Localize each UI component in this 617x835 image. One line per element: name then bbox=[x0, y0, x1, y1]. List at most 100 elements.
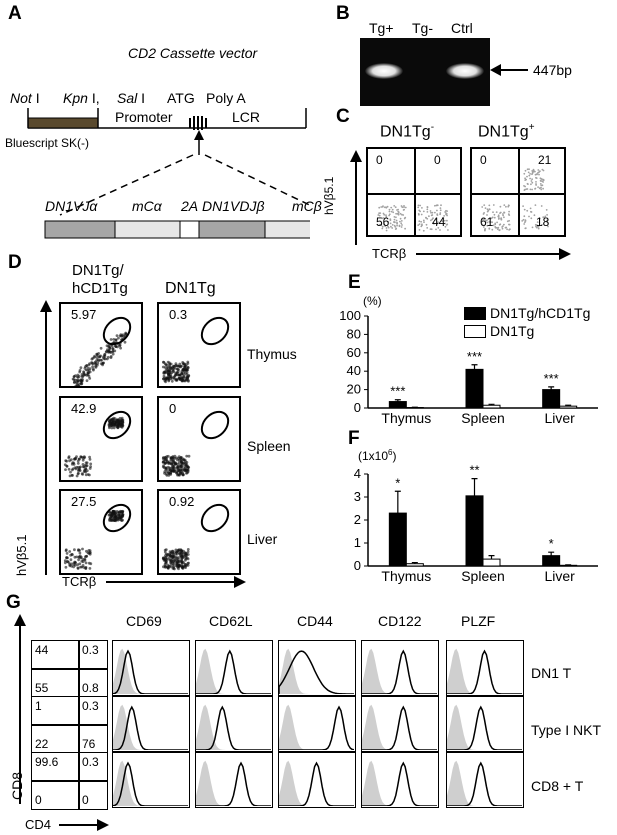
e-legend: DN1Tg/hCD1Tg DN1Tg bbox=[464, 304, 590, 340]
e-legend-item-1: DN1Tg/hCD1Tg bbox=[464, 304, 590, 322]
lane-ctrl: Ctrl bbox=[451, 20, 473, 36]
quadrant-value: 76 bbox=[82, 737, 96, 751]
gate-ellipse bbox=[102, 316, 132, 346]
gene-c-alpha: mCα bbox=[132, 198, 162, 214]
error-bar bbox=[471, 364, 478, 370]
vector-map-diagram bbox=[27, 108, 310, 239]
quadrant-value: 56 bbox=[376, 215, 390, 229]
d-col2-title: DN1Tg bbox=[165, 280, 216, 297]
gene-vj-alpha: DN1VJα bbox=[45, 198, 98, 214]
band-size-label: 447bp bbox=[533, 62, 572, 78]
quadrant-value: 21 bbox=[538, 153, 552, 167]
legend-swatch-white bbox=[464, 324, 486, 338]
histogram-curves bbox=[362, 760, 437, 806]
isotype-control-curve bbox=[362, 648, 437, 694]
bar bbox=[388, 401, 407, 409]
histogram-curves bbox=[279, 704, 354, 750]
significance-mark: ** bbox=[469, 463, 479, 478]
error-bar bbox=[565, 404, 572, 407]
error-bar bbox=[394, 490, 401, 514]
panel-label-g: G bbox=[6, 592, 21, 613]
quadrant-value: 0 bbox=[376, 153, 383, 167]
g-row-dn1t: DN1 T bbox=[531, 665, 572, 681]
dot-cloud bbox=[161, 410, 230, 477]
g-y-axis-arrow bbox=[14, 614, 26, 804]
legend-swatch-black bbox=[464, 306, 486, 320]
isotype-control-curve bbox=[362, 760, 437, 806]
y-tick-label: 2 bbox=[354, 512, 361, 527]
quadrant-value: 0.3 bbox=[82, 643, 99, 657]
g-row-type1nkt: Type I NKT bbox=[531, 722, 602, 738]
error-bar bbox=[471, 478, 478, 496]
bar bbox=[542, 555, 561, 567]
panel-label-a: A bbox=[8, 3, 22, 24]
gene-c-beta: mCβ bbox=[292, 198, 322, 214]
marker-curve bbox=[113, 761, 188, 806]
significance-mark: * bbox=[549, 536, 554, 551]
histogram-curves bbox=[196, 760, 271, 806]
gene-vdj-beta: DN1VDJβ bbox=[202, 198, 265, 214]
isotype-control-curve bbox=[447, 760, 522, 806]
bar bbox=[482, 558, 501, 567]
marker-curve bbox=[113, 649, 188, 694]
quadrant-value: 0.3 bbox=[82, 755, 99, 769]
marker-curve bbox=[196, 649, 271, 694]
d-row-liver: Liver bbox=[247, 531, 278, 547]
g-histogram bbox=[195, 752, 273, 808]
significance-mark: *** bbox=[390, 384, 405, 399]
histogram-curves bbox=[447, 648, 522, 694]
dot-cloud bbox=[71, 316, 132, 386]
category-label: Thymus bbox=[381, 410, 431, 426]
histogram-curves bbox=[279, 648, 354, 694]
error-bar bbox=[411, 561, 418, 564]
g-histogram bbox=[278, 640, 356, 696]
quadrant-divider bbox=[32, 780, 107, 782]
c-left-dots bbox=[377, 204, 449, 232]
isotype-control-curve bbox=[196, 704, 271, 750]
isotype-control-curve bbox=[196, 760, 271, 806]
histogram-curves bbox=[113, 704, 188, 750]
category-label: Spleen bbox=[461, 568, 505, 584]
marker-curve bbox=[362, 649, 437, 694]
panel-label-e: E bbox=[348, 272, 361, 293]
y-tick-label: 60 bbox=[347, 345, 361, 360]
quadrant-value: 1 bbox=[35, 699, 42, 713]
lane-tg-minus: Tg- bbox=[412, 20, 433, 36]
c-right-dots bbox=[481, 168, 549, 232]
isotype-control-curve bbox=[113, 648, 188, 694]
gate-percentage: 5.97 bbox=[71, 307, 97, 322]
dot-cloud bbox=[161, 316, 230, 384]
histogram-curves bbox=[196, 648, 271, 694]
polya-label: Poly A bbox=[206, 90, 246, 106]
g-histogram bbox=[446, 696, 524, 752]
histogram-curves bbox=[279, 760, 354, 806]
quadrant-value: 61 bbox=[480, 215, 494, 229]
marker-curve bbox=[279, 761, 354, 806]
g-histogram bbox=[278, 696, 356, 752]
bar bbox=[405, 563, 424, 567]
gate-ellipse bbox=[200, 410, 230, 440]
kpn-site-label: Kpn I, bbox=[63, 90, 100, 106]
f-unit-label: (1x106) bbox=[358, 448, 397, 463]
gate-ellipse bbox=[200, 503, 230, 533]
g-row-cd8t: CD8 + T bbox=[531, 778, 584, 794]
quadrant-divider bbox=[32, 724, 107, 726]
g-histogram bbox=[446, 640, 524, 696]
isotype-control-curve bbox=[196, 648, 271, 694]
significance-mark: *** bbox=[467, 349, 482, 364]
quadrant-value: 0 bbox=[434, 153, 441, 167]
d-dotplot: 0.3 bbox=[157, 302, 241, 388]
quadrant-value: 0 bbox=[35, 793, 42, 807]
marker-curve bbox=[196, 761, 271, 806]
error-bar bbox=[548, 551, 555, 556]
d-dotplot: 5.97 bbox=[59, 302, 143, 388]
category-label: Liver bbox=[544, 568, 575, 584]
isotype-control-curve bbox=[362, 704, 437, 750]
atg-label: ATG bbox=[167, 90, 195, 106]
significance-mark: * bbox=[395, 475, 400, 490]
marker-curve bbox=[447, 649, 522, 694]
quadrant-value: 18 bbox=[536, 215, 550, 229]
histogram-curves bbox=[113, 648, 188, 694]
